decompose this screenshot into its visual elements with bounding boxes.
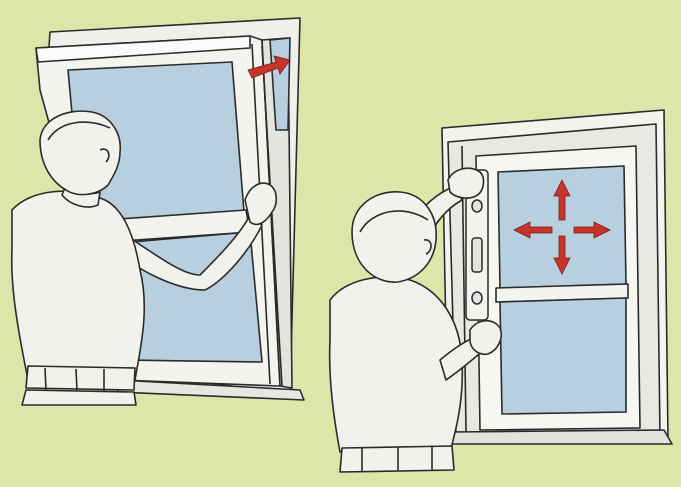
- window-sill-right: [448, 430, 672, 444]
- belt-loop: [45, 368, 46, 390]
- installer-right-belt: [340, 446, 454, 472]
- installer-left-belt: [26, 366, 135, 390]
- installer-right-head: [352, 192, 436, 282]
- installer-left-torso: [12, 191, 145, 380]
- belt-loop: [76, 369, 77, 391]
- installer-left-pants: [22, 390, 136, 405]
- installer-right-upper-hand: [448, 168, 483, 198]
- lower-glass-right: [500, 298, 626, 414]
